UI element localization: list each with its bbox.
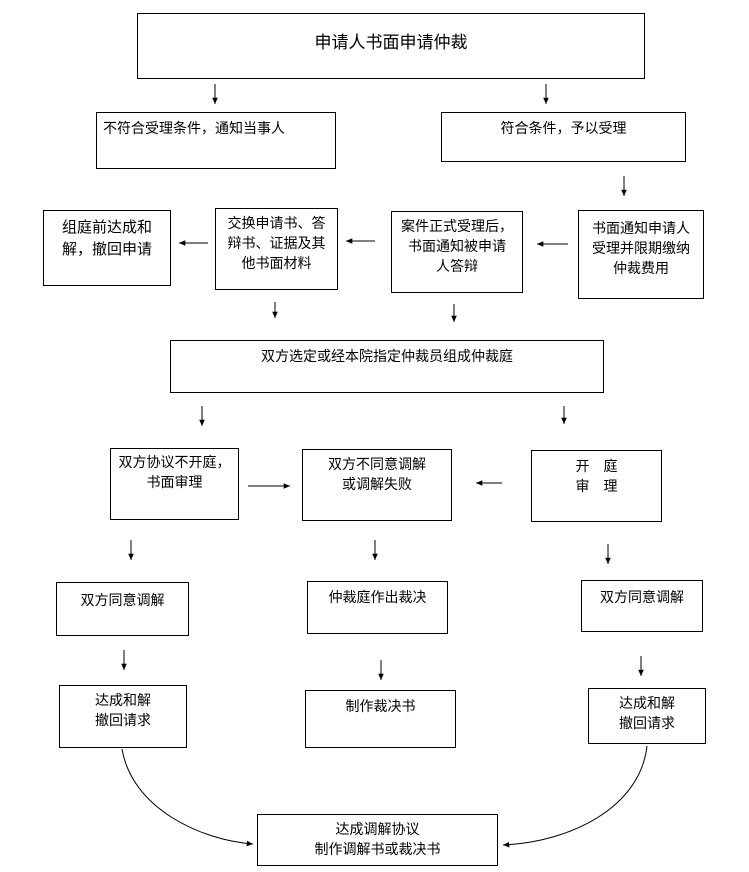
node-settle-before: 组庭前达成和 解，撤回申请 [43,210,171,286]
node-form-tribunal: 双方选定或经本院指定仲裁员组成仲裁庭 [170,340,604,393]
node-final: 达成调解协议 制作调解书或裁决书 [257,814,498,866]
node-agree-left: 双方同意调解 [56,582,189,636]
node-no-hearing: 双方协议不开庭， 书面审理 [110,448,239,520]
node-apply: 申请人书面申请仲裁 [137,13,645,79]
node-exchange: 交换申请书、答 辩书、证据及其 他书面材料 [215,208,338,290]
node-formal-accept: 案件正式受理后， 书面通知被申请 人答辩 [391,211,523,293]
node-notify-fee: 书面通知申请人 受理并限期缴纳 仲裁费用 [578,210,704,299]
node-hearing: 开 庭 审 理 [531,450,662,522]
node-settle-right: 达成和解 撤回请求 [588,688,706,744]
node-no-mediation: 双方不同意调解 或调解失败 [302,449,452,521]
node-reject: 不符合受理条件，通知当事人 [96,112,336,169]
arrow-settle-right-to-final [502,745,648,848]
node-settle-left: 达成和解 撤回请求 [59,685,187,748]
node-award: 仲裁庭作出裁决 [307,581,448,634]
arrow-settle-left-to-final [121,748,254,847]
node-make-award: 制作裁决书 [305,690,456,748]
node-agree-right: 双方同意调解 [581,580,703,632]
node-accept: 符合条件，予以受理 [441,112,686,162]
